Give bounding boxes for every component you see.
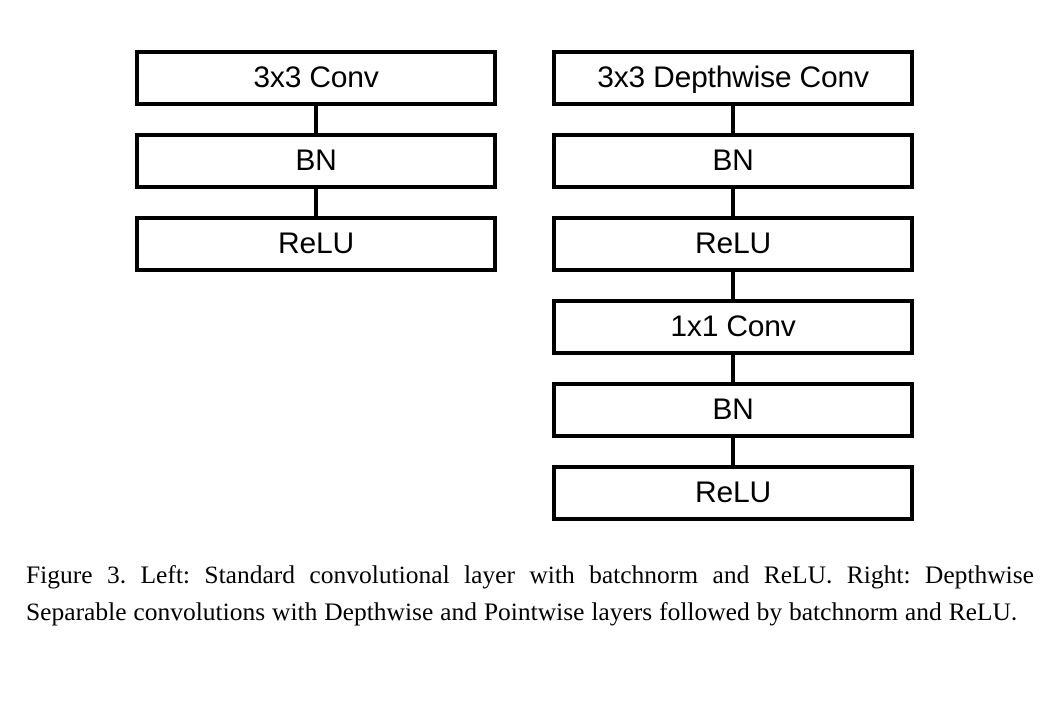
- connector-line: [552, 438, 914, 465]
- block-node: ReLU: [552, 465, 914, 521]
- block-node: ReLU: [135, 216, 497, 272]
- connector-line: [135, 189, 497, 216]
- block-relu-pointwise: ReLU: [552, 465, 914, 521]
- block-node: BN: [552, 382, 914, 438]
- block-node: BN: [135, 133, 497, 189]
- diagram-canvas: 3x3 Conv BN ReLU 3x3 Depthwise Conv BN R: [135, 50, 914, 521]
- connector-line: [552, 355, 914, 382]
- block-relu-1: ReLU: [135, 216, 497, 272]
- block-node: ReLU: [552, 216, 914, 272]
- block-node: 1x1 Conv: [552, 299, 914, 355]
- block-bn-depthwise: BN: [552, 133, 914, 189]
- depthwise-separable-conv-stack: 3x3 Depthwise Conv BN ReLU 1x1 Conv BN R…: [552, 50, 914, 521]
- block-node: 3x3 Conv: [135, 50, 497, 106]
- block-bn-pointwise: BN: [552, 382, 914, 438]
- connector-line: [552, 106, 914, 133]
- block-node: BN: [552, 133, 914, 189]
- block-3x3-depthwise-conv: 3x3 Depthwise Conv: [552, 50, 914, 106]
- figure-caption: Figure 3. Left: Standard convolutional l…: [26, 560, 1034, 626]
- block-1x1-conv: 1x1 Conv: [552, 299, 914, 355]
- block-3x3-conv: 3x3 Conv: [135, 50, 497, 106]
- connector-line: [552, 189, 914, 216]
- block-node: 3x3 Depthwise Conv: [552, 50, 914, 106]
- connector-line: [552, 272, 914, 299]
- standard-conv-stack: 3x3 Conv BN ReLU: [135, 50, 497, 272]
- block-relu-depthwise: ReLU: [552, 216, 914, 272]
- block-bn-1: BN: [135, 133, 497, 189]
- connector-line: [135, 106, 497, 133]
